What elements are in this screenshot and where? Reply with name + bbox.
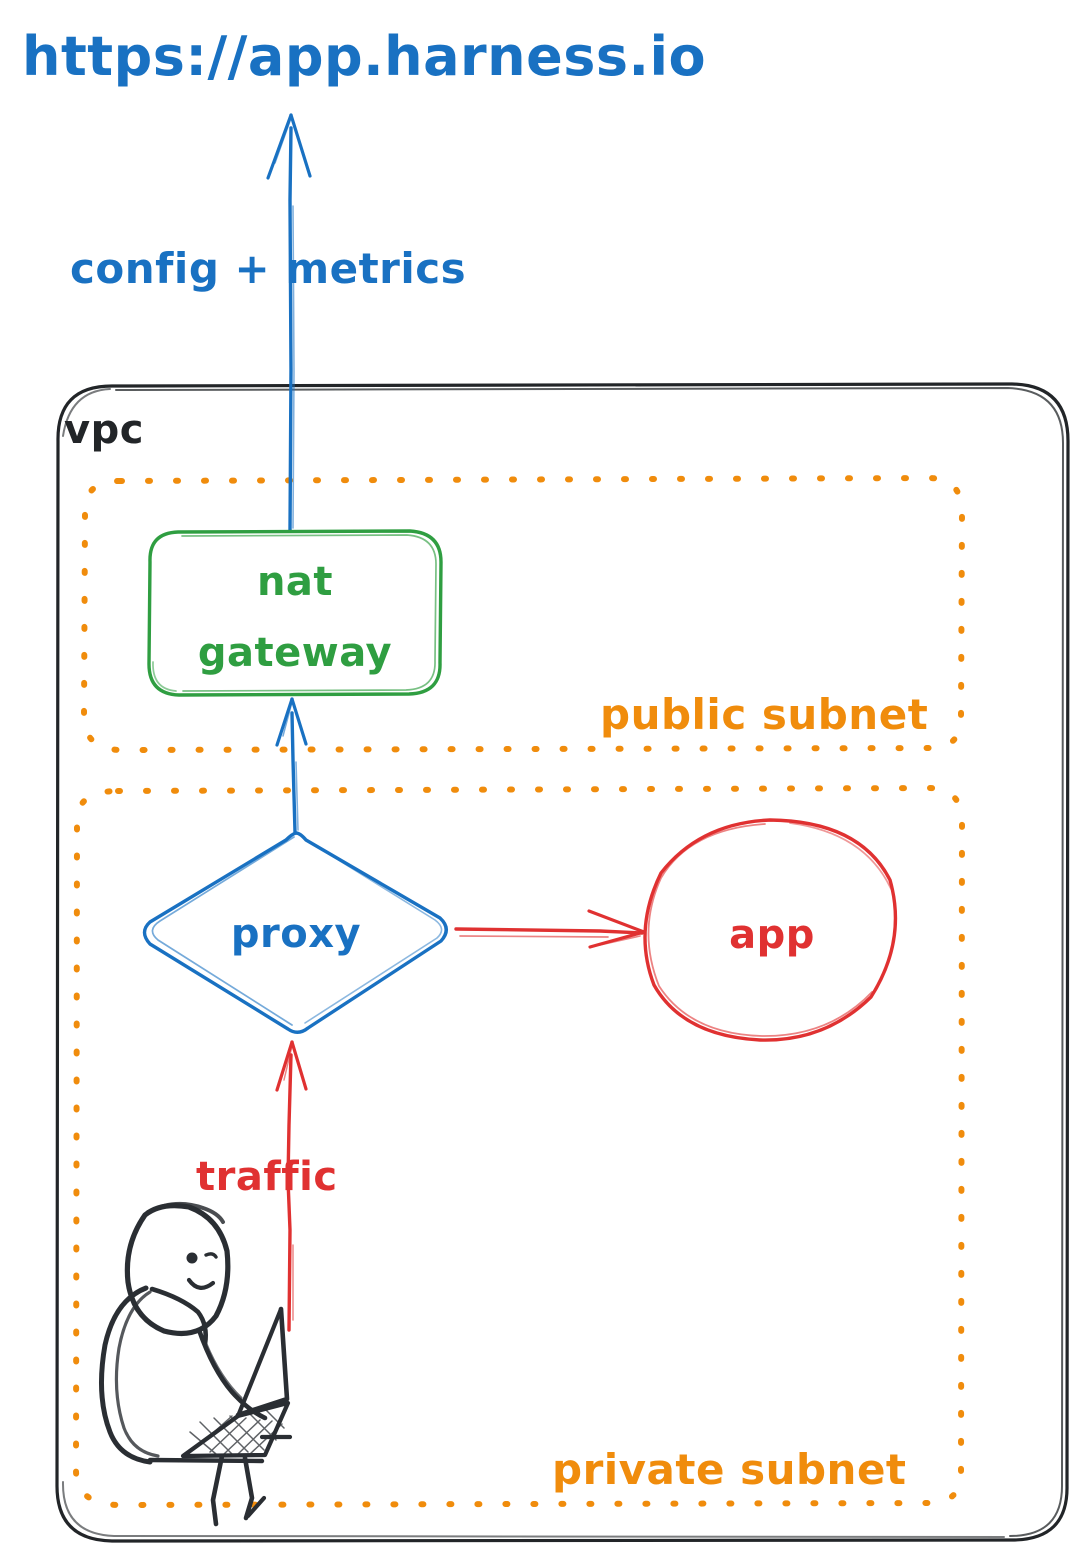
private-subnet-label: private subnet <box>552 1445 907 1494</box>
app-shape[interactable] <box>643 818 898 1042</box>
proxy-label: proxy <box>231 911 361 957</box>
nat-gateway-label-line1: nat <box>257 559 333 605</box>
proxy-shape[interactable] <box>142 831 448 1034</box>
edge-user-to-proxy <box>275 1040 308 1332</box>
vpc-label: vpc <box>64 407 144 453</box>
edge-nat-to-internet <box>266 113 312 533</box>
endpoint-url-label: https://app.harness.io <box>22 25 706 88</box>
vpc-container-border <box>55 382 1070 1543</box>
nat-gateway-shape[interactable] <box>147 529 443 697</box>
app-label: app <box>729 912 815 958</box>
traffic-label: traffic <box>196 1154 338 1200</box>
edge-proxy-to-nat <box>275 697 308 834</box>
public-subnet-border <box>80 474 966 754</box>
config-metrics-label: config + metrics <box>70 244 466 293</box>
public-subnet-label: public subnet <box>600 690 928 739</box>
nat-gateway-label-line2: gateway <box>198 630 392 676</box>
edge-proxy-to-app <box>454 909 646 949</box>
user-stick-figure <box>98 1201 293 1527</box>
private-subnet-border <box>72 784 966 1509</box>
